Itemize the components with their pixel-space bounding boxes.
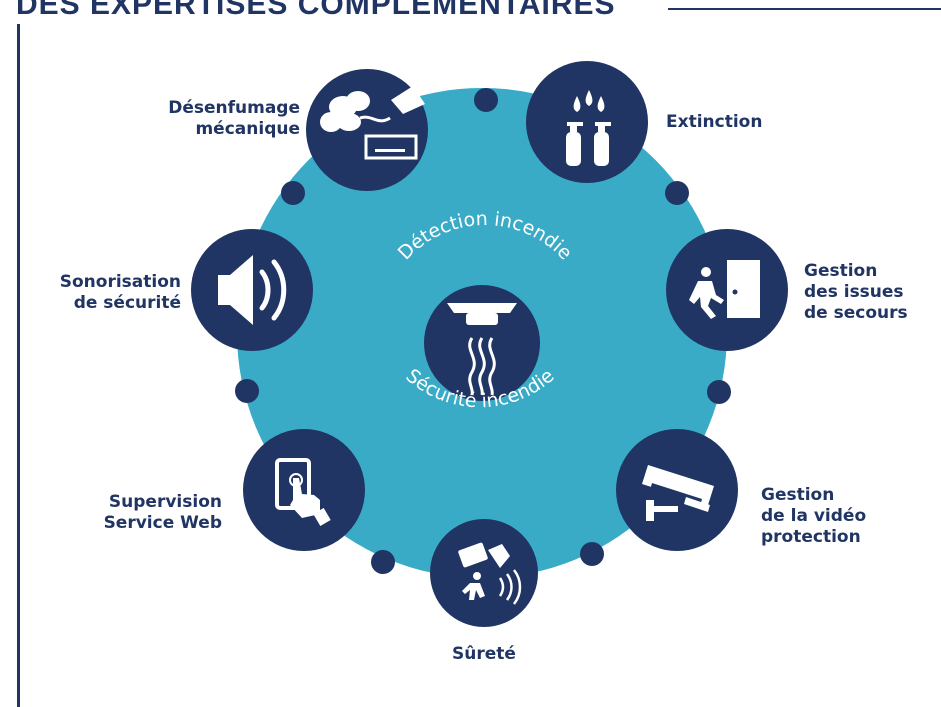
node-sonorisation xyxy=(191,229,313,351)
smoke-detector-icon xyxy=(447,303,517,396)
center-hub xyxy=(424,285,540,401)
label-line: Désenfumage xyxy=(168,98,300,118)
label-line: de sécurité xyxy=(73,293,181,313)
label-line: Gestion xyxy=(761,485,835,505)
label-line: Supervision xyxy=(108,492,222,512)
connector-dot xyxy=(474,88,498,112)
page-title: DES EXPERTISES COMPLÉMENTAIRES xyxy=(16,0,616,21)
smoke-extraction-icon xyxy=(320,86,425,160)
node-surete xyxy=(430,519,538,627)
speaker-icon xyxy=(218,255,287,325)
node-issues-secours xyxy=(666,229,788,351)
connector-dot xyxy=(235,379,259,403)
label-line: de la vidéo xyxy=(761,506,867,526)
label-extinction: Extinction xyxy=(666,112,763,132)
connector-dot xyxy=(281,181,305,205)
node-desenfumage xyxy=(306,69,428,191)
cctv-camera-icon xyxy=(642,465,714,521)
node-video-protection xyxy=(616,429,738,551)
touch-tablet-icon xyxy=(275,458,331,527)
label-line: Sonorisation xyxy=(59,272,181,292)
label-line: Gestion xyxy=(804,261,878,281)
fire-extinguisher-icon xyxy=(566,90,611,166)
label-line: protection xyxy=(761,527,861,547)
emergency-exit-icon xyxy=(689,260,760,319)
label-surete: Sûreté xyxy=(452,644,516,664)
label-line: des issues xyxy=(804,282,904,302)
title-underline xyxy=(668,8,941,10)
node-supervision xyxy=(243,429,365,551)
label-line: de secours xyxy=(804,303,908,323)
access-control-icon xyxy=(458,542,522,605)
node-extinction xyxy=(526,61,648,183)
connector-dot xyxy=(707,380,731,404)
connector-dot xyxy=(665,181,689,205)
connector-dot xyxy=(371,550,395,574)
left-border-rule xyxy=(17,24,20,707)
label-line: mécanique xyxy=(195,119,300,139)
label-line: Service Web xyxy=(103,513,222,533)
connector-dot xyxy=(580,542,604,566)
